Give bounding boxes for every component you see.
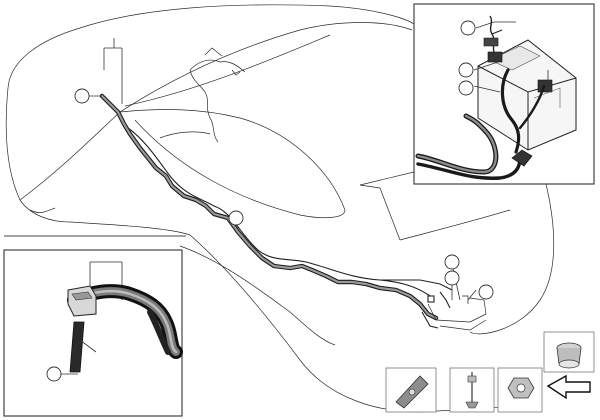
grommet-icon — [556, 342, 582, 369]
nut-icon — [507, 377, 535, 399]
parts-icons — [385, 331, 595, 413]
callout-marker — [458, 62, 474, 78]
main-cable — [99, 93, 453, 321]
callout-marker — [460, 20, 476, 36]
callout-marker — [458, 80, 474, 96]
callout-marker — [478, 284, 494, 300]
cable-detail-panel — [3, 235, 186, 417]
battery-detail-panel — [359, 3, 595, 186]
battery — [477, 39, 577, 151]
rivet-icon — [465, 372, 479, 409]
callout-marker — [228, 210, 244, 226]
callout-marker — [74, 88, 90, 104]
arrow-icon — [546, 374, 591, 400]
wiring-loom — [159, 47, 246, 143]
callouts-main — [74, 88, 494, 300]
rear-battery-tray — [421, 295, 487, 331]
callout-marker — [444, 270, 460, 286]
car-outline — [5, 4, 555, 413]
callout-marker — [46, 366, 62, 382]
clip-icon — [395, 375, 429, 409]
callout-marker — [444, 254, 460, 270]
